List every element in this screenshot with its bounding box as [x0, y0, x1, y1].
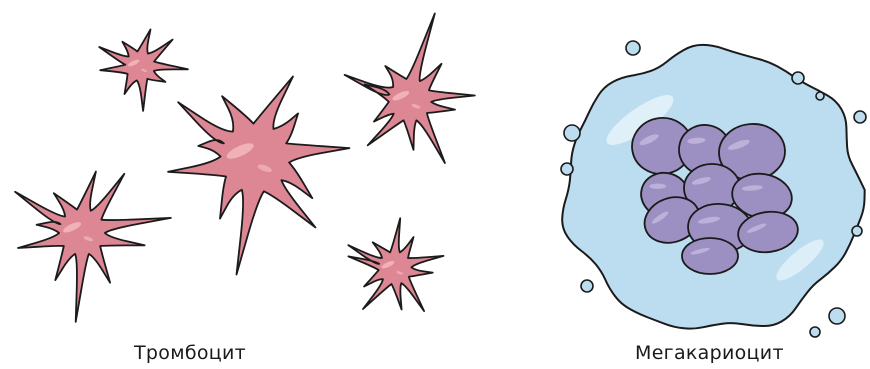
platelet-body — [15, 172, 171, 322]
platelet-1 — [168, 76, 349, 274]
nucleus-highlight — [649, 184, 666, 189]
vesicle — [792, 72, 804, 84]
platelet-5 — [348, 218, 443, 311]
platelet-group — [15, 14, 475, 322]
nucleus-lobe — [682, 238, 738, 274]
platelet-body — [168, 76, 349, 274]
platelet-body — [345, 14, 475, 164]
vesicle — [564, 125, 580, 141]
vesicle — [829, 308, 845, 324]
vesicle — [854, 111, 866, 123]
platelet-4 — [15, 172, 171, 322]
vesicle — [626, 41, 640, 55]
vesicle — [852, 226, 862, 236]
vesicle — [810, 327, 820, 337]
platelet-label: Тромбоцит — [134, 342, 246, 364]
vesicle — [816, 92, 824, 100]
platelet-2 — [99, 30, 188, 111]
platelet-3 — [345, 14, 475, 164]
megakaryocyte-label: Мегакариоцит — [635, 342, 784, 364]
platelet-body — [348, 218, 443, 311]
megakaryocyte-cell — [561, 41, 866, 337]
vesicle — [581, 280, 593, 292]
vesicle — [561, 163, 573, 175]
